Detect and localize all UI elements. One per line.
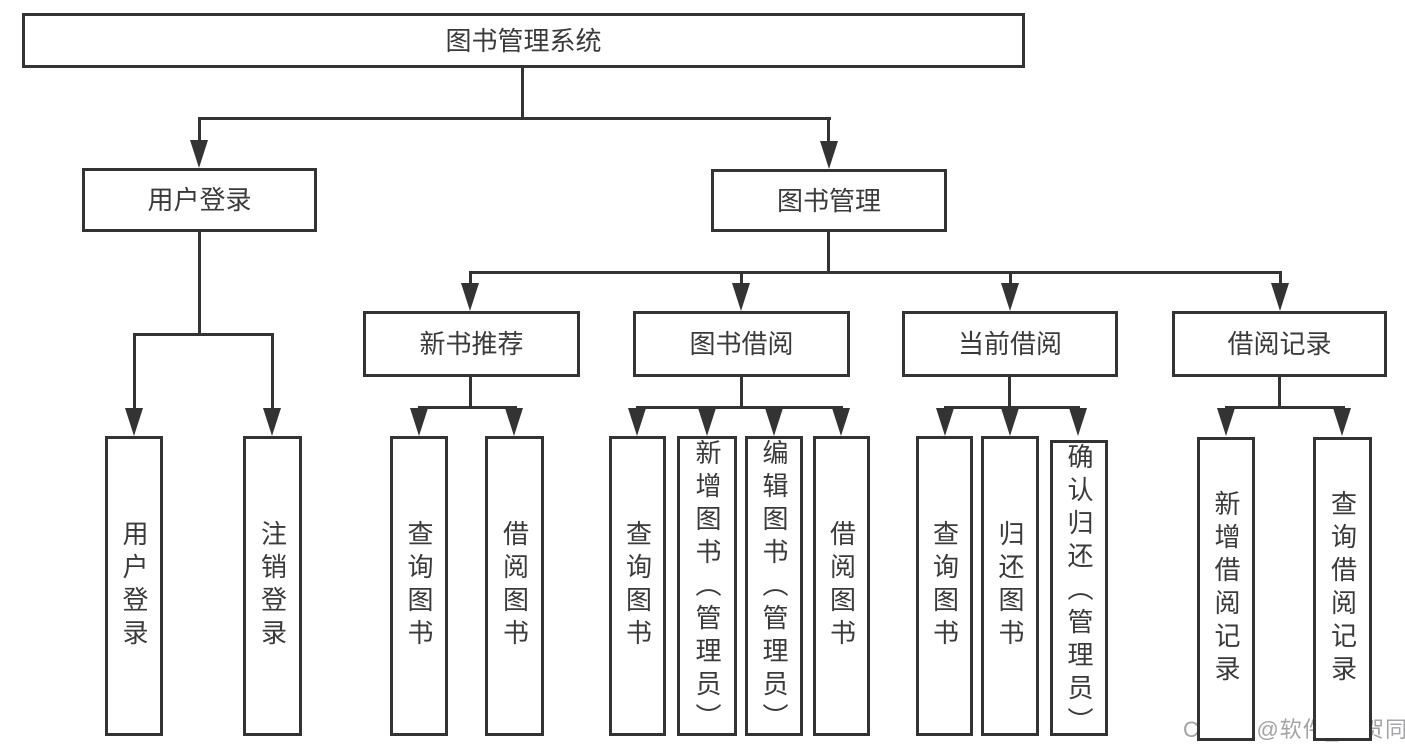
node-label-new-book-rec: 新书推荐 (419, 329, 524, 359)
arrow-down-icon-14 (936, 408, 954, 436)
connector-line-h-19 (944, 406, 1080, 409)
connector-line-h-21 (1225, 406, 1345, 409)
arrow-down-icon-8 (410, 408, 428, 436)
node-leaf-edit-books: 编辑图书（管理员） (745, 436, 803, 736)
connector-line-v-2 (198, 117, 201, 143)
node-root: 图书管理系统 (22, 13, 1025, 68)
connector-line-v-18 (1008, 377, 1011, 408)
arrow-down-icon-2 (125, 408, 143, 436)
node-leaf-query-books-3: 查询图书 (916, 436, 973, 736)
node-borrow-records: 借阅记录 (1172, 311, 1387, 377)
arrow-down-icon-16 (1069, 408, 1087, 436)
node-leaf-return-books: 归还图书 (981, 436, 1039, 736)
arrow-down-icon-9 (505, 408, 523, 436)
node-leaf-add-books: 新增图书（管理员） (677, 436, 737, 736)
node-label-root: 图书管理系统 (445, 25, 602, 56)
connector-line-h-5 (133, 333, 274, 336)
node-leaf-borrow-books-2: 借阅图书 (813, 436, 870, 736)
node-label-current-borrow: 当前借阅 (957, 329, 1062, 359)
node-label-leaf-borrow-books-1: 借阅图书 (499, 520, 530, 652)
node-label-leaf-query-books-1: 查询图书 (404, 520, 434, 652)
node-label-leaf-add-books: 新增图书（管理员） (692, 439, 722, 736)
connector-line-v-12 (1009, 271, 1012, 285)
node-label-leaf-borrow-books-2: 借阅图书 (826, 520, 857, 652)
connector-line-v-10 (469, 271, 472, 285)
connector-line-v-7 (271, 333, 274, 411)
connector-line-v-13 (1279, 271, 1282, 285)
connector-line-v-4 (198, 232, 201, 336)
arrow-down-icon-11 (698, 408, 716, 436)
arrow-down-icon-7 (1271, 283, 1289, 311)
node-label-leaf-return-books: 归还图书 (995, 520, 1025, 652)
node-book-mgmt: 图书管理 (711, 169, 947, 232)
connector-line-v-14 (469, 377, 472, 408)
node-label-leaf-user-login: 用户登录 (119, 520, 149, 652)
node-label-user-login: 用户登录 (147, 185, 252, 215)
arrow-down-icon-12 (765, 408, 783, 436)
node-leaf-confirm-return: 确认归还（管理员） (1050, 440, 1108, 740)
arrow-down-icon-15 (1001, 408, 1019, 436)
node-leaf-add-borrow-rec: 新增借阅记录 (1197, 437, 1255, 741)
node-label-leaf-query-borrow-rec: 查询借阅记录 (1327, 490, 1358, 688)
node-user-login: 用户登录 (82, 168, 317, 232)
arrow-down-icon-13 (832, 408, 850, 436)
node-new-book-rec: 新书推荐 (363, 311, 580, 377)
node-label-leaf-add-borrow-rec: 新增借阅记录 (1211, 490, 1241, 688)
arrow-down-icon-0 (190, 140, 208, 168)
node-label-leaf-query-books-2: 查询图书 (622, 520, 653, 652)
connector-line-v-16 (740, 377, 743, 408)
connector-line-v-20 (1278, 377, 1281, 408)
connector-line-v-0 (521, 68, 524, 119)
node-label-leaf-logout: 注销登录 (257, 520, 288, 652)
connector-line-h-17 (636, 406, 843, 409)
connector-line-v-3 (827, 117, 830, 143)
connector-line-v-8 (827, 232, 830, 274)
node-leaf-logout: 注销登录 (243, 436, 302, 736)
connector-line-h-15 (418, 406, 517, 409)
node-leaf-query-borrow-rec: 查询借阅记录 (1313, 437, 1372, 741)
node-label-leaf-query-books-3: 查询图书 (929, 520, 960, 652)
node-leaf-borrow-books-1: 借阅图书 (485, 436, 544, 736)
node-label-leaf-edit-books: 编辑图书（管理员） (759, 439, 789, 736)
connector-line-h-9 (469, 271, 1282, 274)
arrow-down-icon-4 (461, 283, 479, 311)
arrow-down-icon-5 (732, 283, 750, 311)
node-leaf-query-books-1: 查询图书 (390, 436, 448, 736)
arrow-down-icon-3 (263, 408, 281, 436)
arrow-down-icon-1 (820, 141, 838, 169)
node-label-borrow-records: 借阅记录 (1227, 329, 1332, 359)
node-label-book-mgmt: 图书管理 (776, 185, 881, 216)
node-label-book-borrow: 图书借阅 (689, 329, 794, 359)
node-leaf-query-books-2: 查询图书 (609, 436, 666, 736)
arrow-down-icon-6 (1001, 283, 1019, 311)
connector-line-h-1 (198, 117, 831, 120)
arrow-down-icon-18 (1333, 408, 1351, 436)
connector-line-v-6 (133, 333, 136, 411)
arrow-down-icon-17 (1217, 408, 1235, 436)
node-leaf-user-login: 用户登录 (105, 436, 163, 736)
node-current-borrow: 当前借阅 (902, 311, 1118, 377)
connector-line-v-11 (740, 271, 743, 285)
node-label-leaf-confirm-return: 确认归还（管理员） (1064, 443, 1094, 740)
arrow-down-icon-10 (628, 408, 646, 436)
node-book-borrow: 图书借阅 (633, 311, 850, 377)
